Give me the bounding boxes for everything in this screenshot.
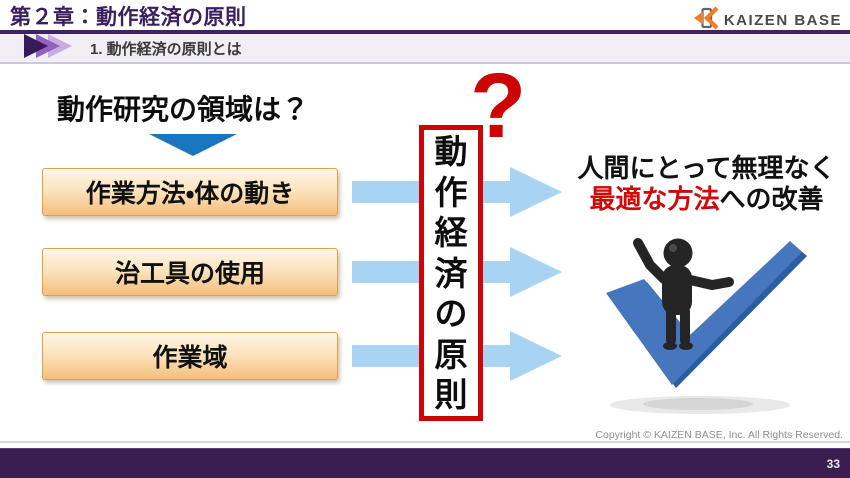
- process-box-work-method: 作業方法・体の動き: [42, 168, 338, 216]
- section-bar: 1. 動作経済の原則とは: [0, 33, 850, 64]
- chevron-right-icons: [24, 33, 76, 63]
- result-text: 人間にとって無理なく 最適な方法への改善: [563, 153, 850, 215]
- kaizen-base-logo-icon: [693, 5, 719, 36]
- result-line1: 人間にとって無理なく: [577, 153, 836, 183]
- principle-box-vertical-text: 動作経済の原則: [434, 133, 468, 413]
- header-divider: [0, 30, 850, 34]
- principle-box: 動作経済の原則: [419, 125, 483, 421]
- process-box-work-area: 作業域: [42, 332, 338, 380]
- question-title: 動作研究の領域は？: [57, 94, 310, 125]
- question-mark: ?: [470, 55, 527, 157]
- logo-text: KAIZEN BASE: [723, 12, 842, 29]
- down-arrow-icon: [149, 134, 237, 156]
- bottom-divider: [0, 441, 850, 443]
- kaizen-base-logo: KAIZEN BASE: [693, 5, 842, 36]
- process-box-jigs-tools: 治工具の使用: [42, 248, 338, 296]
- result-line2-rest: への改善: [719, 184, 824, 214]
- result-highlight: 最適な方法: [589, 184, 720, 214]
- page-number: 33: [826, 457, 840, 471]
- footer-bar: 33: [0, 448, 850, 478]
- section-label: 1. 動作経済の原則とは: [90, 40, 242, 58]
- check-person-illustration: [598, 227, 812, 428]
- copyright-text: Copyright © KAIZEN BASE, Inc. All Rights…: [595, 429, 843, 441]
- page-title: 第２章：動作経済の原則: [10, 6, 247, 29]
